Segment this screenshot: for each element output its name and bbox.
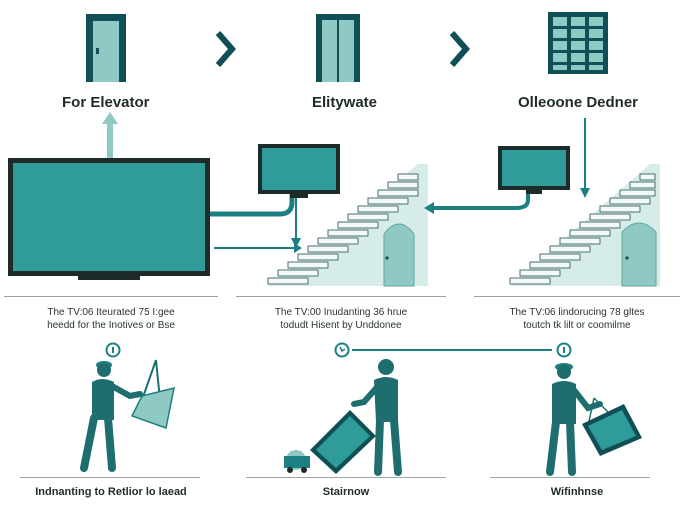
down-arrow-icon [291,198,301,248]
step-3-heading: Olleoone Dedner [518,94,639,111]
staircase-2 [509,164,660,287]
ground-line [246,477,446,478]
divider [474,296,680,297]
step-3-bottom-label: Wifinhnse [550,486,604,498]
caption-line: toutch tk lilt or coomilme [523,320,631,331]
chevron-right-icon [215,31,236,67]
step-2-heading: Elitywate [312,94,378,111]
divider [4,296,218,297]
ground-line [490,477,650,478]
caption-line: The TV:00 Inudanting 36 hrue [274,307,408,318]
up-arrow-icon [102,112,118,158]
small-tv-icon [498,146,570,194]
return-arrow [424,190,530,214]
info-badge-icon [556,342,572,358]
divider [236,296,446,297]
small-tv-icon [258,144,340,198]
caption-line: The TV:06 lindorucing 78 gltes [509,307,645,318]
large-tv-icon [8,158,210,280]
staircase-1 [267,164,428,287]
step-1-bottom-label: Indnanting to Retlior lo laead [35,486,187,498]
elevator-icon [86,14,126,82]
caption-line: heedd for the Inotives or Bse [47,320,175,331]
info-badge-icon [105,342,121,358]
caption-line: todudt Hisent by Unddonee [280,320,402,331]
down-arrow-icon [580,118,590,198]
step-3-caption: The TV:06 lindorucing 78 gltes toutch tk… [474,306,680,332]
step-2-caption: The TV:00 Inudanting 36 hrue todudt Hise… [236,306,446,332]
step-2-bottom-label: Stairnow [322,486,370,498]
caption-line: The TV:06 Iteurated 75 I:gee [47,307,175,318]
worker-carrying-tv-3 [546,363,642,476]
worker-carrying-tv-1 [80,359,175,472]
connector-line [352,349,552,351]
worker-carrying-tv-2 [284,359,402,476]
step-1-heading: For Elevator [62,94,150,111]
ground-line [20,477,200,478]
chevron-right-icon [449,31,470,67]
double-door-icon [316,14,360,82]
window-icon [548,12,608,74]
info-badge-icon [334,342,350,358]
step-1-caption: The TV:06 Iteurated 75 I:gee heedd for t… [4,306,218,332]
